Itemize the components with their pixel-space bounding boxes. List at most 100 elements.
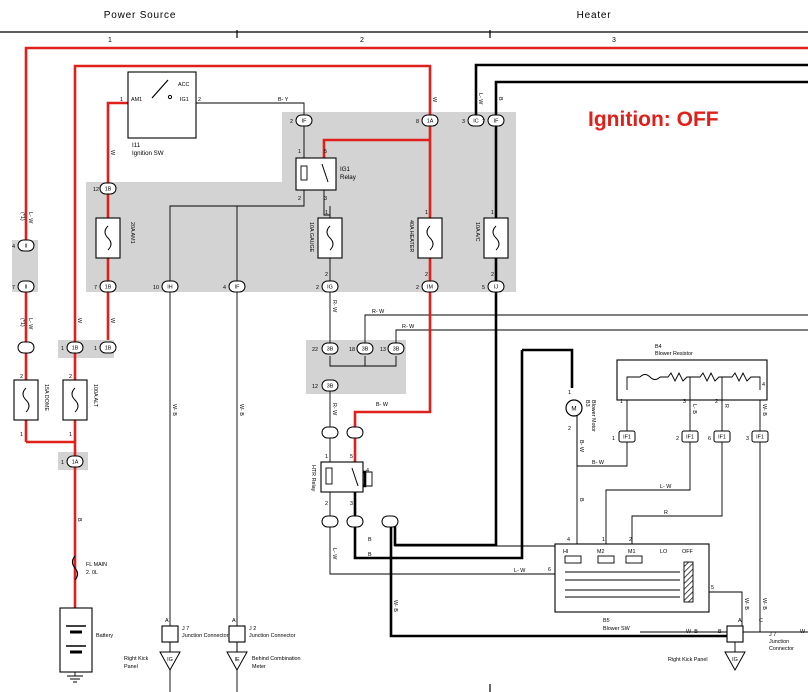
svg-text:10: 10: [153, 285, 159, 291]
svg-text:W: W: [431, 97, 437, 103]
ig1-relay-contact: [321, 163, 329, 183]
svg-text:J 2: J 2: [249, 626, 256, 632]
svg-text:5: 5: [324, 149, 327, 155]
ignition-pin-1: 1: [120, 97, 123, 103]
svg-text:1A: 1A: [72, 460, 79, 466]
shade-fuse-block: [86, 182, 516, 292]
blower-switch-off: OFF: [682, 549, 693, 555]
svg-text:2: 2: [715, 399, 718, 405]
wire-l-w-ac: [474, 63, 808, 120]
connectors: IF 1A IC IF 1B 1B IH IF IG IM IJ II II 1…: [17, 114, 769, 528]
svg-text:W- B: W- B: [392, 600, 398, 612]
svg-text:R: R: [723, 404, 729, 408]
wire-b-relay-out: [394, 526, 555, 547]
column-1: 1: [108, 37, 112, 44]
connector-relay-5-top: [346, 426, 364, 439]
ig1-relay-name: Relay: [340, 174, 357, 181]
ignition-acc-label: ACC: [178, 82, 189, 88]
ig1-relay: IG1 Relay: [295, 157, 357, 191]
svg-text:(*1): (*1): [19, 212, 25, 221]
motor-icon: M: [571, 406, 576, 413]
connector-3b-22: 3B: [321, 342, 339, 355]
blower-switch-m1: M1: [628, 549, 636, 555]
connector-if1-2: IF1: [681, 430, 699, 443]
svg-text:6: 6: [708, 436, 711, 442]
connector-if1-3: IF1: [751, 430, 769, 443]
blower-switch-name: Blower SW: [603, 626, 631, 632]
svg-text:3: 3: [350, 501, 353, 507]
blower-motor: M B3 Blower Motor: [565, 399, 596, 432]
svg-text:1: 1: [620, 399, 623, 405]
svg-text:12: 12: [93, 187, 99, 193]
svg-text:6: 6: [548, 567, 551, 573]
wire-r-w-second: [395, 329, 808, 345]
svg-text:7: 7: [12, 285, 15, 291]
svg-text:IH: IH: [167, 285, 172, 291]
svg-text:1: 1: [61, 346, 64, 352]
svg-text:IG: IG: [167, 657, 173, 663]
wire-red-am1: [106, 101, 128, 340]
wire-b-ac: [494, 80, 808, 120]
svg-text:B- W: B- W: [376, 402, 389, 408]
svg-text:13: 13: [380, 347, 386, 353]
svg-text:1: 1: [20, 432, 23, 438]
svg-text:J 7: J 7: [769, 632, 776, 638]
svg-text:L- W: L- W: [27, 318, 33, 330]
svg-text:W- B: W- B: [761, 404, 767, 416]
junction-j7-left: J 7 Junction Connector IG Right Kick Pan…: [124, 625, 229, 672]
svg-text:B: B: [76, 518, 82, 522]
svg-text:1: 1: [61, 460, 64, 466]
svg-text:2: 2: [416, 285, 419, 291]
svg-text:1: 1: [425, 210, 428, 216]
ground-icon: [159, 651, 181, 672]
svg-text:1B: 1B: [72, 346, 79, 352]
svg-text:1: 1: [325, 454, 328, 460]
svg-text:10A GAUGE: 10A GAUGE: [308, 222, 314, 253]
connector-im: IM: [421, 280, 439, 293]
svg-text:IF: IF: [494, 119, 499, 125]
svg-text:(*1): (*1): [19, 318, 25, 327]
svg-text:1: 1: [568, 390, 571, 396]
svg-text:40A HEATER: 40A HEATER: [408, 220, 414, 252]
svg-text:Junction Connector: Junction Connector: [182, 633, 229, 639]
svg-text:12: 12: [312, 384, 318, 390]
svg-text:W- B: W- B: [743, 598, 749, 610]
svg-text:B: B: [368, 552, 372, 558]
svg-text:B- Y: B- Y: [278, 97, 289, 103]
svg-text:L- W: L- W: [331, 548, 337, 560]
connector-dome-plug: [17, 341, 35, 354]
svg-text:Connector: Connector: [769, 646, 794, 652]
connector-ig: IG: [321, 280, 339, 293]
svg-text:W- B: W- B: [171, 404, 177, 416]
svg-text:W- B: W- B: [761, 598, 767, 610]
ground-icon: [226, 651, 248, 672]
svg-text:1B: 1B: [105, 285, 112, 291]
svg-text:W: W: [109, 150, 115, 156]
svg-text:FL MAIN: FL MAIN: [86, 562, 107, 568]
svg-text:L- W: L- W: [660, 484, 672, 490]
connector-relay-plug: [381, 515, 399, 528]
svg-text:1: 1: [298, 149, 301, 155]
svg-text:C: C: [759, 618, 763, 624]
blower-motor-symbol: [565, 399, 583, 417]
connector-relay-3-bottom: [321, 515, 339, 528]
svg-text:7: 7: [482, 119, 485, 125]
svg-text:4: 4: [567, 537, 570, 543]
connector-3b-13: 3B: [387, 342, 405, 355]
svg-text:1: 1: [612, 436, 615, 442]
ig1-relay-id: IG1: [340, 166, 351, 173]
fuse-dome: 15A DOME: [13, 379, 49, 421]
svg-text:IF: IF: [302, 119, 307, 125]
svg-text:Meter: Meter: [252, 664, 266, 670]
ignition-switch-id: I11: [132, 142, 141, 149]
svg-text:R- W: R- W: [331, 300, 337, 313]
wire-w-b-loop: [389, 526, 727, 638]
svg-text:4: 4: [223, 285, 226, 291]
svg-text:L- B: L- B: [691, 404, 697, 414]
svg-text:W: W: [800, 629, 806, 635]
svg-text:Right Kick: Right Kick: [124, 656, 149, 662]
wire-r-w-top: [364, 314, 808, 345]
svg-text:2: 2: [325, 272, 328, 278]
connector-1b-right: 1B: [99, 341, 117, 354]
